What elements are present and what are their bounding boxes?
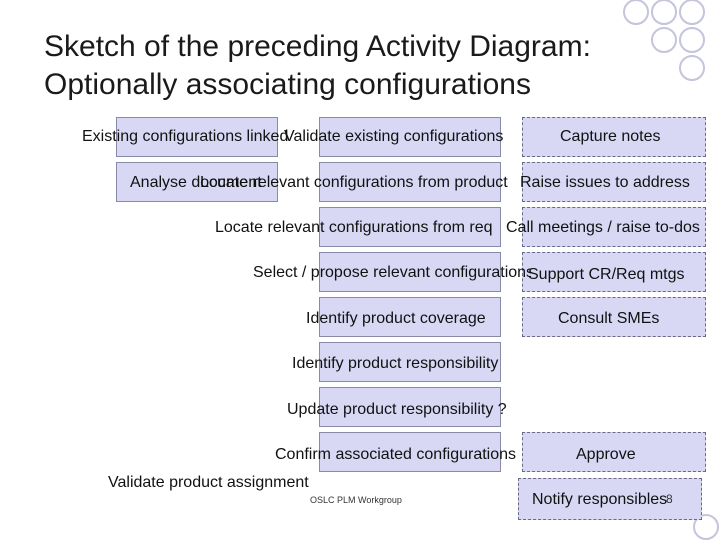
capture-notes-label: Capture notes xyxy=(560,128,661,145)
analyse-document-box xyxy=(116,162,278,202)
call-meetings-label: Call meetings / raise to-dos xyxy=(506,219,700,236)
approve-label: Approve xyxy=(576,446,636,463)
raise-issues-box xyxy=(522,162,706,202)
support-cr-req-box xyxy=(522,252,706,292)
notify-responsibles-box xyxy=(518,478,702,520)
identify-product-coverage-label: Identify product coverage xyxy=(306,310,486,327)
footer-text: OSLC PLM Workgroup xyxy=(310,495,402,505)
locate-from-req-label: Locate relevant configurations from req xyxy=(215,219,493,236)
approve-box xyxy=(522,432,706,472)
validate-product-assignment-label: Validate product assignment xyxy=(108,474,309,491)
raise-issues-label: Raise issues to address xyxy=(520,174,690,191)
identify-product-responsibility-box xyxy=(319,342,501,382)
validate-existing-configurations-label: Validate existing configurations xyxy=(284,128,504,145)
analyse-document-label: Analyse document xyxy=(130,174,262,191)
capture-notes-box xyxy=(522,117,706,157)
title-line-2: Optionally associating configurations xyxy=(44,68,531,101)
existing-configurations-linked-label: Existing configurations linked xyxy=(82,128,289,145)
notify-responsibles-label: Notify responsibles xyxy=(532,491,668,508)
locate-from-product-label: Locate relevant configurations from prod… xyxy=(200,174,508,191)
locate-from-req-box xyxy=(319,207,501,247)
update-product-responsibility-label: Update product responsibility ? xyxy=(287,401,507,418)
consult-smes-label: Consult SMEs xyxy=(558,310,660,327)
update-product-responsibility-box xyxy=(319,387,501,427)
identify-product-coverage-box xyxy=(319,297,501,337)
slide-title: Sketch of the preceding Activity Diagram… xyxy=(44,28,684,104)
select-propose-label: Select / propose relevant configurations xyxy=(253,264,531,281)
select-propose-box xyxy=(319,252,501,292)
title-line-1: Sketch of the preceding Activity Diagram… xyxy=(44,30,591,63)
confirm-associated-configurations-box xyxy=(319,432,501,472)
call-meetings-box xyxy=(522,207,706,247)
locate-from-product-box xyxy=(319,162,501,202)
confirm-associated-configurations-label: Confirm associated configurations xyxy=(275,446,517,463)
consult-smes-box xyxy=(522,297,706,337)
page-number: 8 xyxy=(666,492,673,506)
identify-product-responsibility-label: Identify product responsibility xyxy=(292,355,499,372)
support-cr-req-label: Support CR/Req mtgs xyxy=(528,266,685,283)
validate-existing-configurations-box xyxy=(319,117,501,157)
existing-configurations-linked-box xyxy=(116,117,278,157)
